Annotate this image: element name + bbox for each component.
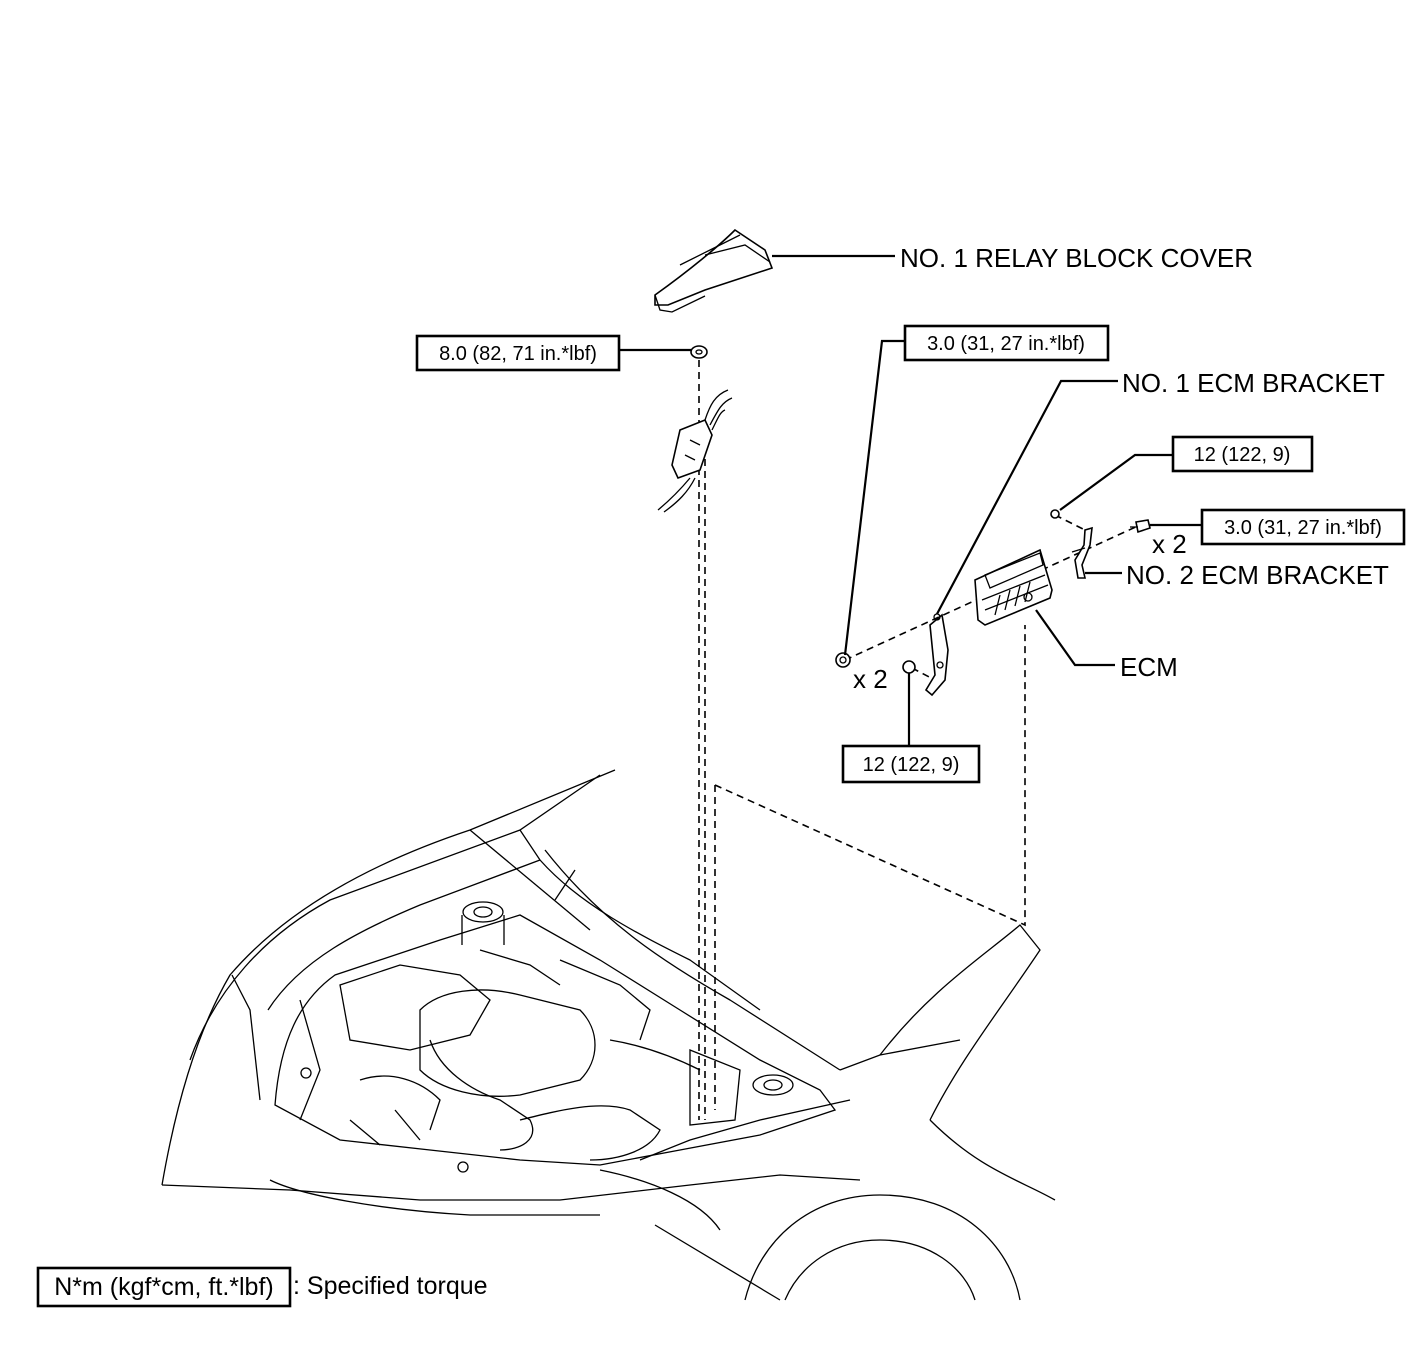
ecm-bracket-2-part xyxy=(1071,526,1093,579)
leader-lines xyxy=(620,254,1202,745)
torque-callout-bracket1-nut: 12 (122, 9) xyxy=(841,744,981,784)
relay-nut-part xyxy=(690,345,708,359)
label-relay-block-cover: NO. 1 RELAY BLOCK COVER xyxy=(900,243,1253,273)
torque-bracket2-bolt-text: 3.0 (31, 27 in.*lbf) xyxy=(1224,517,1382,539)
relay-wiring-part xyxy=(657,389,733,513)
torque-callout-bracket1-bolt: 3.0 (31, 27 in.*lbf) xyxy=(903,324,1110,362)
vehicle-engine-bay-illustration xyxy=(161,769,1056,1301)
label-ecm-bracket-1: NO. 1 ECM BRACKET xyxy=(1122,368,1385,398)
alignment-dashed-lines xyxy=(698,360,1141,1120)
legend-unit-text: N*m (kgf*cm, ft.*lbf) xyxy=(54,1273,273,1301)
bracket2-bolt-part xyxy=(1130,519,1151,534)
torque-bracket1-bolt-text: 3.0 (31, 27 in.*lbf) xyxy=(927,333,1085,355)
label-ecm-bracket-2: NO. 2 ECM BRACKET xyxy=(1126,560,1389,590)
torque-legend: N*m (kgf*cm, ft.*lbf) : Specified torque xyxy=(36,1266,488,1308)
torque-relay-nut-text: 8.0 (82, 71 in.*lbf) xyxy=(439,343,597,365)
relay-block-cover-part xyxy=(654,228,774,313)
torque-callout-bracket2-nut: 12 (122, 9) xyxy=(1171,435,1314,473)
qty-bracket2-bolt: x 2 xyxy=(1152,529,1187,559)
bracket1-nut-part xyxy=(902,660,916,674)
torque-bracket2-nut-text: 12 (122, 9) xyxy=(1194,444,1291,466)
torque-bracket1-nut-text: 12 (122, 9) xyxy=(863,754,960,776)
qty-bracket1-bolt: x 2 xyxy=(853,664,888,694)
ecm-part xyxy=(974,548,1053,626)
bracket2-nut-part xyxy=(1050,509,1060,519)
ecm-bracket-1-part xyxy=(924,613,949,697)
bracket1-bolt-part xyxy=(835,652,851,668)
torque-callout-bracket2-bolt: 3.0 (31, 27 in.*lbf) xyxy=(1200,508,1406,546)
label-ecm: ECM xyxy=(1120,652,1178,682)
torque-callout-relay-nut: 8.0 (82, 71 in.*lbf) xyxy=(415,334,621,372)
legend-description-text: : Specified torque xyxy=(293,1272,488,1300)
